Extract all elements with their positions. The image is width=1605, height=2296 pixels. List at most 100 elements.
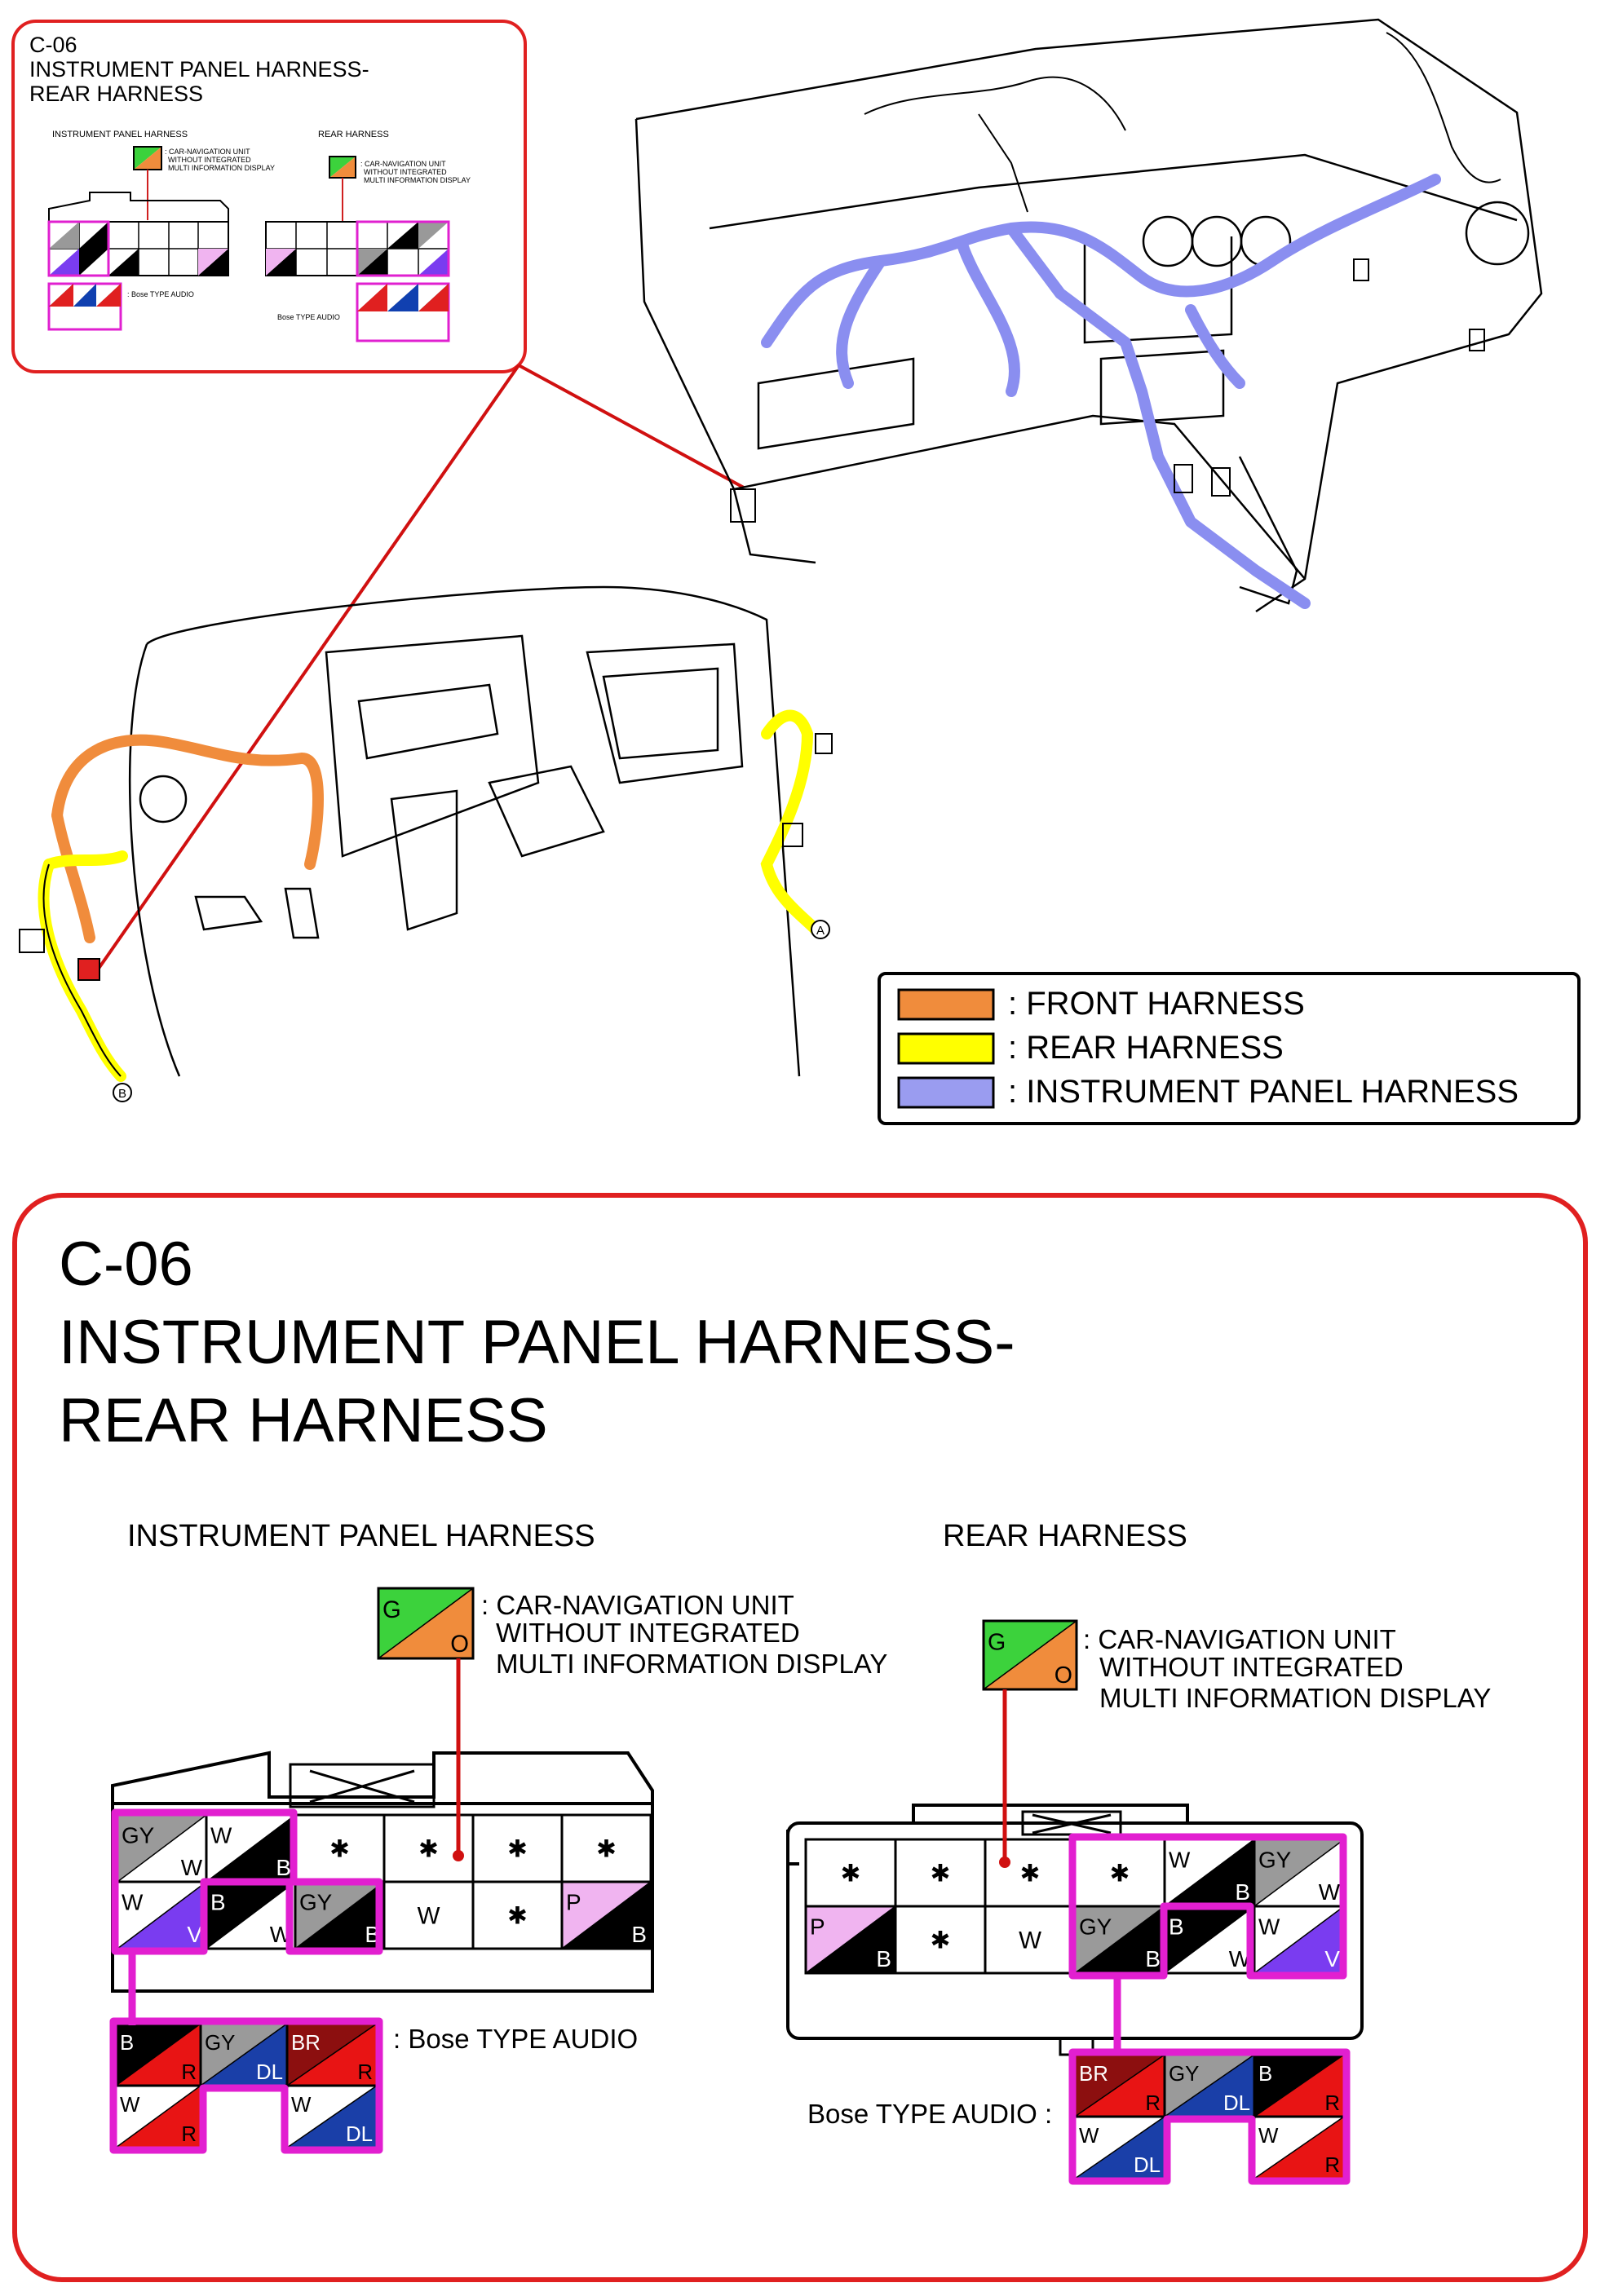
connector-pin: GO <box>982 1619 1078 1691</box>
connector-pin: GY DL <box>199 2022 289 2087</box>
rear-harness-path <box>38 709 821 1082</box>
pin-color-bottom: R <box>1145 2092 1161 2115</box>
legend-swatch <box>897 1076 995 1109</box>
rear-bose-connector-outline <box>1068 2048 1351 2185</box>
connector-pin: ✱ <box>471 1880 564 1950</box>
pin-color-top: P <box>810 1914 825 1939</box>
detail-rear-heading: REAR HARNESS <box>943 1519 1187 1553</box>
connector-pin: WB <box>205 1813 297 1883</box>
pin-color-bottom: B <box>631 1922 647 1947</box>
pin-unused-mark: ✱ <box>596 1836 617 1863</box>
pin-color-bottom: B <box>876 1946 891 1971</box>
inset-rear-heading: REAR HARNESS <box>318 130 389 139</box>
pin-color-top: GY <box>299 1889 332 1914</box>
detail-ip-heading: INSTRUMENT PANEL HARNESS <box>127 1519 595 1553</box>
pin-color-bottom: R <box>357 2061 373 2084</box>
pin-color-bottom: R <box>1324 2092 1340 2115</box>
marker-b: B <box>113 1083 132 1102</box>
connector-pin: WR <box>114 2084 202 2149</box>
pin-color-top: GY <box>122 1822 154 1848</box>
legend-item: : INSTRUMENT PANEL HARNESS <box>897 1074 1519 1110</box>
pin-color-bottom: V <box>1324 1946 1340 1971</box>
pin-unused-mark: ✱ <box>1110 1861 1130 1888</box>
connector-pin: GO <box>377 1587 475 1660</box>
ip-bose-highlight <box>111 1808 383 1955</box>
ip-nav-line1: : CAR-NAVIGATION UNIT <box>481 1590 794 1620</box>
inset-box: C-06 INSTRUMENT PANEL HARNESS- REAR HARN… <box>11 20 527 373</box>
inset-nav-left-line1: : CAR-NAVIGATION UNIT <box>165 148 250 156</box>
connector-pin: GY W <box>1253 1838 1346 1908</box>
connector-pin: GYB <box>1073 1905 1166 1975</box>
connector-pin: WB <box>1163 1838 1256 1908</box>
inset-nav-right-line3: MULTI INFORMATION DISPLAY <box>364 176 471 184</box>
inset-rear-connector: Bose TYPE AUDIO <box>265 220 450 342</box>
ip-bose-label: : Bose TYPE AUDIO <box>393 2024 638 2054</box>
connector-pin: BRR <box>1073 2053 1166 2118</box>
pin-color-bottom: O <box>450 1631 469 1658</box>
inset-code: C-06 <box>29 33 77 57</box>
connector-pin: BR <box>114 2022 202 2087</box>
detail-box: C-06 INSTRUMENT PANEL HARNESS- REAR HARN… <box>12 1193 1588 2282</box>
connector-pin: PB <box>804 1905 897 1975</box>
legend-item: : FRONT HARNESS <box>897 986 1305 1022</box>
inset-bose-ip: : Bose TYPE AUDIO <box>127 290 194 298</box>
connector-pin: BR <box>1253 2053 1346 2118</box>
connector-pin: ✱ <box>471 1813 564 1883</box>
detail-title-line1: INSTRUMENT PANEL HARNESS- <box>59 1308 1015 1377</box>
rear-nav-leader-dot <box>999 1857 1010 1868</box>
pin-color-top: W <box>1258 2125 1279 2148</box>
inset-bose-rear: Bose TYPE AUDIO <box>277 313 340 321</box>
inset-nav-left-line3: MULTI INFORMATION DISPLAY <box>168 164 275 172</box>
pin-color-bottom: R <box>181 2061 197 2084</box>
connector-pin: ✱ <box>294 1813 386 1883</box>
instrument-panel-harness-path <box>761 174 1441 609</box>
pin-unused-mark: ✱ <box>507 1903 528 1930</box>
pin-color-top: B <box>1258 2063 1272 2086</box>
pin-color-top: W <box>210 1822 232 1848</box>
rear-bose-label: Bose TYPE AUDIO : <box>807 2099 1052 2129</box>
pin-color-top: W <box>1169 1847 1191 1872</box>
pin-color-bottom: DL <box>1223 2092 1250 2115</box>
pin-color-bottom: W <box>181 1855 203 1880</box>
inset-nav-left-line2: WITHOUT INTEGRATED <box>168 156 251 164</box>
legend-label: : REAR HARNESS <box>1008 1030 1284 1066</box>
front-harness-path <box>51 734 324 943</box>
pin-color-top: GY <box>1258 1847 1291 1872</box>
interior-illustration <box>129 585 801 1077</box>
pin-color-bottom: B <box>1145 1946 1161 1971</box>
pin-color-bottom: O <box>1055 1662 1072 1689</box>
ip-nav-line2: WITHOUT INTEGRATED <box>496 1618 800 1648</box>
pin-color-top: G <box>988 1629 1006 1655</box>
pin-color-top: W <box>291 2094 312 2117</box>
legend-label: : FRONT HARNESS <box>1008 986 1305 1022</box>
pin-unused-mark: ✱ <box>507 1836 528 1863</box>
ip-bose-connector-outline <box>109 2017 383 2154</box>
legend-swatch <box>897 988 995 1021</box>
pin-color-bottom: B <box>276 1855 291 1880</box>
rear-nav-line2: WITHOUT INTEGRATED <box>1099 1652 1404 1682</box>
pin-color-top: B <box>1169 1914 1184 1939</box>
pin-color-top: GY <box>205 2032 235 2055</box>
marker-b-label: B <box>118 1087 126 1101</box>
pin-color-top: W <box>1079 2125 1099 2148</box>
pin-unused-mark: ✱ <box>931 1927 951 1954</box>
pin-color-top: P <box>566 1889 581 1914</box>
inset-title-line1: INSTRUMENT PANEL HARNESS- <box>29 57 369 82</box>
pin-color-single: W <box>1019 1927 1041 1954</box>
inset-ip-connector: : Bose TYPE AUDIO <box>47 192 229 331</box>
pin-color-top: W <box>122 1889 144 1914</box>
connector-pin: WDL <box>285 2084 378 2149</box>
connector-pin: ✱ <box>894 1905 987 1975</box>
detail-title-line2: REAR HARNESS <box>59 1386 548 1455</box>
ip-nav-line3: MULTI INFORMATION DISPLAY <box>496 1649 887 1679</box>
connector-pin: BW <box>1163 1905 1256 1975</box>
pin-color-top: W <box>120 2094 140 2117</box>
connector-pin: ✱ <box>560 1813 652 1883</box>
pin-color-top: B <box>210 1889 226 1914</box>
legend-swatch <box>897 1032 995 1065</box>
pin-color-bottom: W <box>1319 1879 1341 1905</box>
leader-lines <box>95 364 745 974</box>
pin-color-bottom: DL <box>256 2061 283 2084</box>
connector-pin: GYB <box>294 1880 386 1950</box>
inset-nav-right-line1: : CAR-NAVIGATION UNIT <box>360 160 446 168</box>
